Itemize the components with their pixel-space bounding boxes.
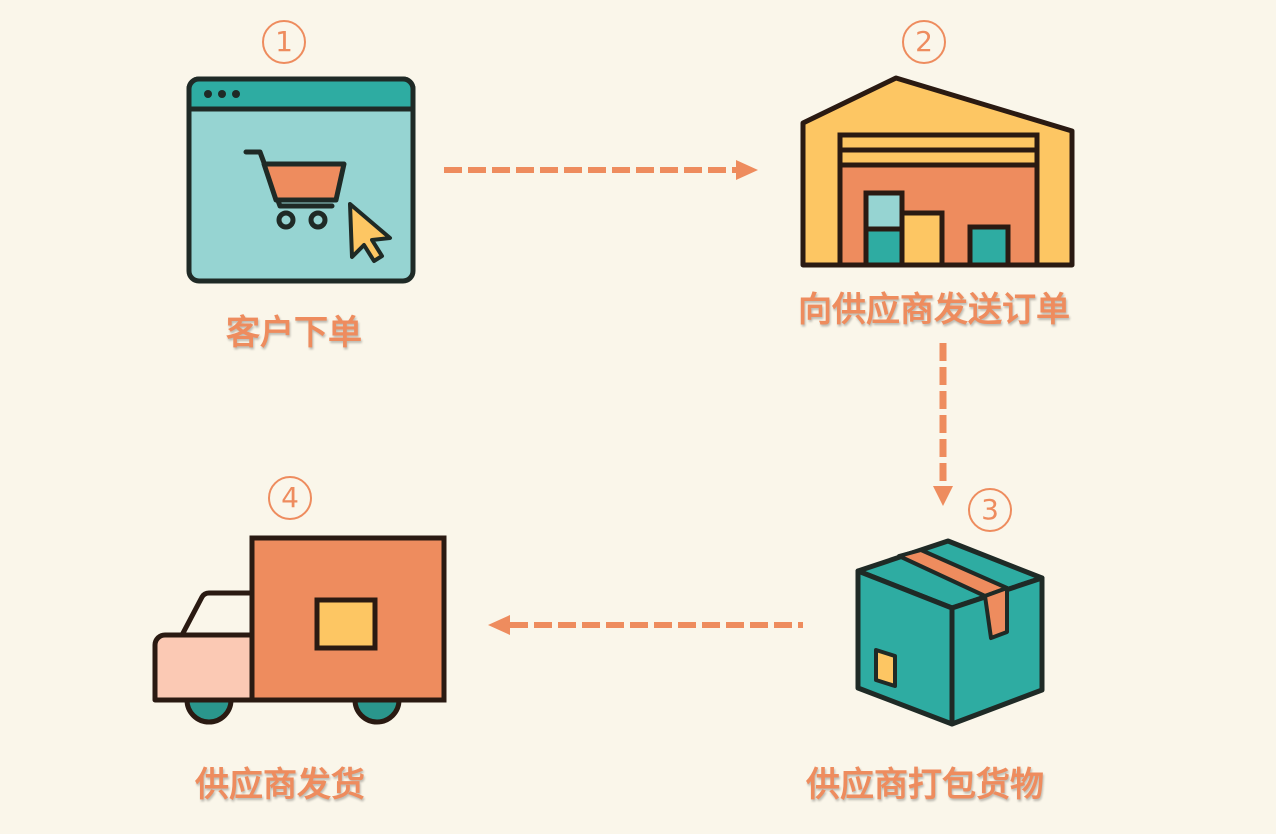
arrow-right-icon <box>444 160 758 180</box>
package-box-icon <box>855 538 1045 727</box>
step-4-label: 供应商发货 <box>195 765 365 805</box>
step-3-label: 供应商打包货物 <box>806 765 1044 805</box>
arrow-left-icon <box>488 615 803 635</box>
arrow-down-icon <box>933 343 953 506</box>
step-1-number: 1 <box>262 20 306 64</box>
warehouse-icon <box>800 75 1075 268</box>
step-3-number: 3 <box>968 488 1012 532</box>
step-2-label: 向供应商发送订单 <box>798 290 1070 330</box>
step-1-label: 客户下单 <box>226 313 362 353</box>
step-2-number: 2 <box>902 20 946 64</box>
step-4-number: 4 <box>268 476 312 520</box>
delivery-truck-icon <box>152 535 447 725</box>
shopping-cart-browser-icon <box>186 76 416 284</box>
